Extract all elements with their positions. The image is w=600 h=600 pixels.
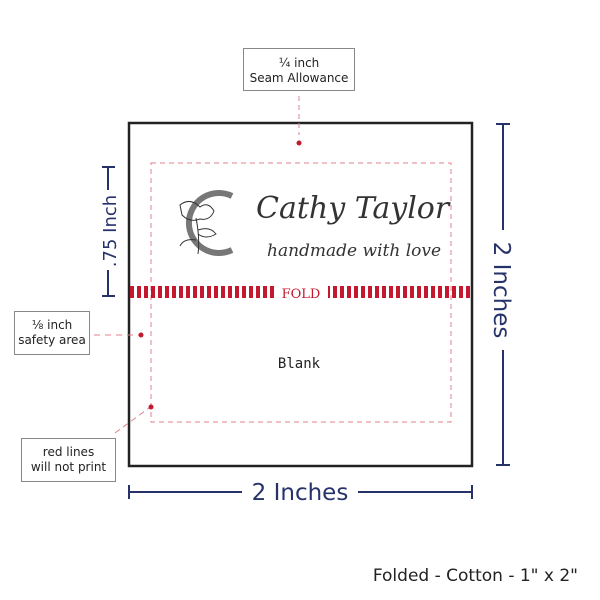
- safety-area-callout: ⅛ inch safety area: [14, 311, 90, 355]
- safety-callout-line1: ⅛ inch: [31, 318, 73, 332]
- fold-stripe: [389, 286, 393, 298]
- red-lines-callout-line2: will not print: [30, 460, 107, 474]
- safety-marker-dot: [138, 332, 144, 338]
- fold-stripe: [172, 286, 176, 298]
- fold-height-dimension-text: .75 Inch: [100, 195, 121, 267]
- fold-stripe: [382, 286, 386, 298]
- fold-stripe: [424, 286, 428, 298]
- fold-stripe: [200, 286, 204, 298]
- red-lines-callout: red lines will not print: [21, 438, 116, 482]
- fold-stripe: [165, 286, 169, 298]
- fold-stripe: [438, 286, 442, 298]
- fold-stripe: [466, 286, 470, 298]
- fold-stripe: [459, 286, 463, 298]
- blank-side-text: Blank: [278, 356, 321, 372]
- fold-height-dimension: [102, 166, 115, 297]
- fold-stripe: [368, 286, 372, 298]
- fold-stripe: [242, 286, 246, 298]
- seam-allowance-callout: ¼ inch Seam Allowance: [243, 48, 355, 91]
- fold-stripe: [249, 286, 253, 298]
- fold-stripe: [144, 286, 148, 298]
- product-description: Folded - Cotton - 1" x 2": [372, 566, 578, 586]
- seam-marker-dot: [296, 140, 302, 146]
- fold-stripe: [431, 286, 435, 298]
- fold-stripe: [179, 286, 183, 298]
- fold-stripe: [193, 286, 197, 298]
- height-dimension: [496, 123, 510, 466]
- fold-stripe: [263, 286, 267, 298]
- fold-stripe: [214, 286, 218, 298]
- fold-stripe: [340, 286, 344, 298]
- fold-stripe: [445, 286, 449, 298]
- fold-stripe: [417, 286, 421, 298]
- fold-stripe: [151, 286, 155, 298]
- fold-stripe: [452, 286, 456, 298]
- seam-callout-line2: Seam Allowance: [249, 71, 349, 85]
- width-dimension-text: 2 Inches: [252, 480, 349, 506]
- fold-stripe: [396, 286, 400, 298]
- red-lines-callout-line1: red lines: [42, 445, 95, 459]
- brand-name: Cathy Taylor: [256, 191, 451, 226]
- fold-text: FOLD: [282, 287, 321, 302]
- fold-stripe: [207, 286, 211, 298]
- fold-stripe: [354, 286, 358, 298]
- red-lines-marker-dot: [148, 404, 154, 410]
- fold-stripe: [347, 286, 351, 298]
- fold-stripe: [410, 286, 414, 298]
- red-lines-leader-line: [114, 407, 150, 434]
- fold-stripe: [256, 286, 260, 298]
- fold-stripe: [228, 286, 232, 298]
- brand-tagline: handmade with love: [267, 241, 441, 261]
- fold-stripe: [375, 286, 379, 298]
- width-dimension: [128, 485, 473, 499]
- fold-stripe: [333, 286, 337, 298]
- fold-stripe: [235, 286, 239, 298]
- fold-line: [130, 286, 470, 298]
- fold-stripe: [361, 286, 365, 298]
- logo-flower-monogram: [179, 190, 234, 256]
- fold-stripe: [130, 286, 134, 298]
- fold-stripe: [403, 286, 407, 298]
- seam-callout-line1: ¼ inch: [278, 56, 320, 70]
- safety-callout-line2: safety area: [18, 333, 86, 347]
- fold-stripe: [186, 286, 190, 298]
- fold-stripe: [270, 286, 274, 298]
- height-dimension-text: 2 Inches: [488, 242, 514, 339]
- fold-stripe: [137, 286, 141, 298]
- fold-stripe: [221, 286, 225, 298]
- fold-stripe: [158, 286, 162, 298]
